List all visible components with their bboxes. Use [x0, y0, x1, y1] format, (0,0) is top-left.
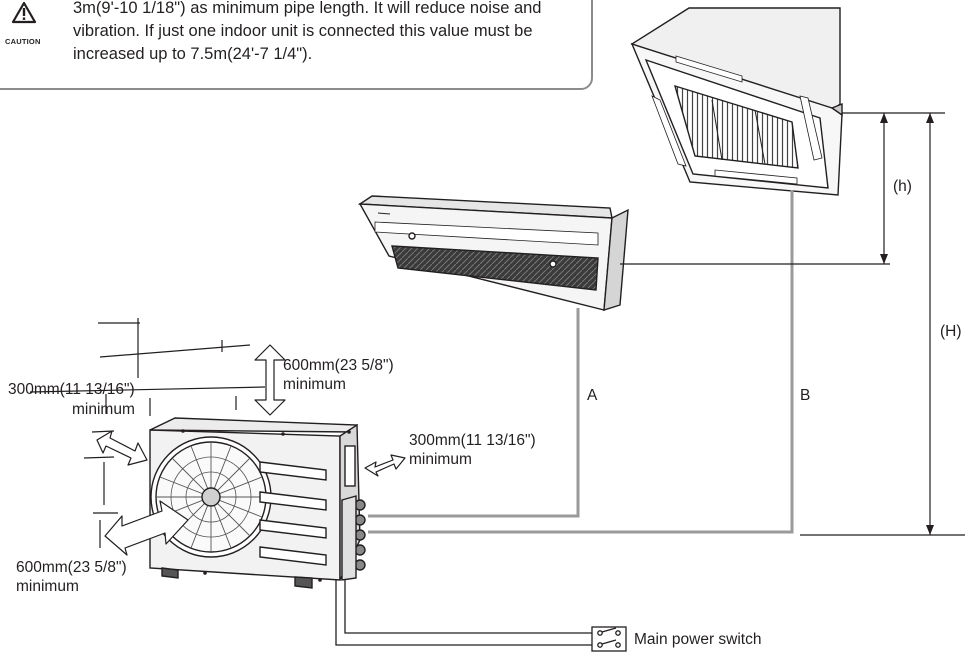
dimension-lines — [620, 112, 965, 536]
caution-label: CAUTION — [5, 37, 41, 46]
main-power-switch-label: Main power switch — [634, 631, 762, 648]
height-H-label: (H) — [940, 323, 962, 340]
right-clearance-value: 300mm(11 13/16") — [409, 432, 536, 449]
outdoor-unit — [149, 417, 366, 589]
caution-text: 3m(9'-10 1/18") as minimum pipe length. … — [73, 0, 593, 66]
caution-line: 3m(9'-10 1/18") as minimum pipe length. … — [73, 0, 542, 17]
wall-lines — [29, 318, 266, 566]
front-clearance-value: 600mm(23 5/8") — [16, 559, 127, 576]
pipes — [368, 190, 794, 534]
top-clearance-min: minimum — [283, 376, 346, 393]
front-clearance-min: minimum — [16, 578, 79, 595]
pipe-a-label: A — [587, 387, 598, 404]
power-wiring — [335, 580, 627, 652]
left-clearance-min: minimum — [72, 401, 135, 418]
height-h-label: (h) — [893, 178, 912, 195]
indoor-unit-4way — [630, 7, 843, 196]
indoor-unit-1way — [357, 195, 629, 311]
left-clearance-value: 300mm(11 13/16") — [8, 381, 135, 398]
caution-line: vibration. If just one indoor unit is co… — [73, 22, 533, 40]
right-clearance-min: minimum — [409, 451, 472, 468]
caution-note — [0, 0, 593, 90]
dimension-arrowheads — [880, 113, 934, 535]
top-clearance-value: 600mm(23 5/8") — [283, 357, 394, 374]
clearance-arrows — [96, 344, 406, 556]
caution-line: increased up to 7.5m(24'-7 1/4"). — [73, 45, 313, 63]
pipe-b-label: B — [800, 387, 811, 404]
